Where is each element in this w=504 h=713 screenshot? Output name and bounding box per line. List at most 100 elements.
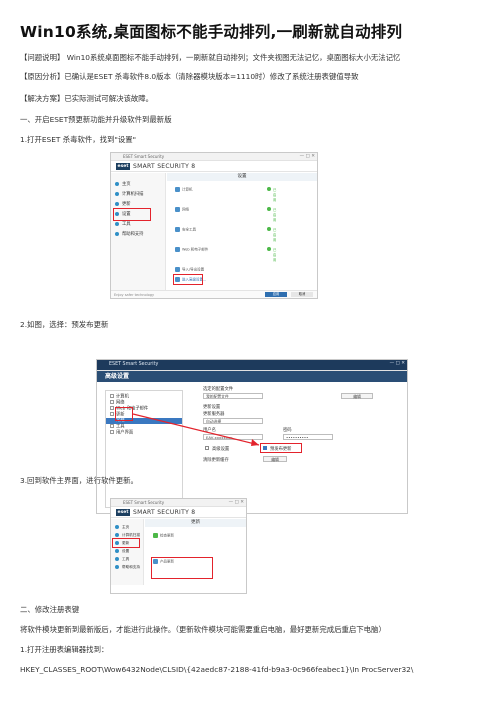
step-2-1-text: 1.打开注册表编辑器找到： <box>20 645 109 654</box>
window-titlebar: ESET Smart Security — □ ✕ <box>97 360 407 371</box>
update-icon <box>115 202 119 206</box>
sidebar-item-scan[interactable]: 计算机扫描 <box>111 531 143 539</box>
section-heading-2: 二、修改注册表键 <box>20 605 80 614</box>
note-text: 将软件模块更新到最新版后，才能进行此操作。（更新软件模块可能需要重启电脑，最好更… <box>20 625 386 634</box>
sidebar-item-update[interactable]: 更新 <box>111 539 143 547</box>
registry-path: HKEY_CLASSES_ROOT\Wow6432Node\CLSID\{42a… <box>20 665 414 674</box>
sidebar-item-settings[interactable]: 设置 <box>111 547 143 555</box>
window-controls-icon: — □ ✕ <box>299 154 315 159</box>
prerelease-checkbox[interactable] <box>263 446 267 450</box>
help-icon <box>115 565 119 569</box>
section-heading-1: 一、开启ESET预更新功能并升级软件到最新版 <box>20 115 172 124</box>
highlight-advanced <box>173 274 203 285</box>
settings-row-web-email[interactable]: Web 和电子邮件已启用 <box>175 247 276 262</box>
highlight-update <box>115 407 133 421</box>
eset-logo: eset <box>116 163 130 170</box>
update-row-check[interactable]: 检查更新 <box>153 533 174 538</box>
sidebar: 主页 计算机扫描 更新 设置 工具 帮助和支持 <box>111 173 166 290</box>
window-controls-icon: — □ ✕ <box>389 361 405 366</box>
home-icon <box>115 525 119 529</box>
label-clear-cache: 清除更新缓存 <box>203 458 229 463</box>
scan-icon <box>115 533 119 537</box>
step-1-text: 1.打开ESET 杀毒软件，找到"设置" <box>20 135 137 144</box>
brand-bar: eset SMART SECURITY 8 <box>111 161 317 172</box>
settings-row-import-export[interactable]: 导入/导出设置 <box>175 267 204 272</box>
tree-item-tools[interactable]: 工具 <box>106 424 182 430</box>
settings-row-advanced[interactable]: 进入高级设置... <box>175 277 206 282</box>
network-icon <box>175 207 180 212</box>
highlight-product-update <box>151 557 213 579</box>
cancel-button[interactable]: 取消 <box>291 292 313 297</box>
problem-description: 【问题说明】 Win10系统桌面图标不能手动排列，一刷新就自动排列；文件夹视图无… <box>20 53 401 62</box>
scan-icon <box>115 192 119 196</box>
update-icon <box>115 541 119 545</box>
settings-row-security-tools[interactable]: 安全工具已启用 <box>175 227 276 242</box>
label-advanced: 高级设置 <box>212 447 230 452</box>
help-icon <box>115 232 119 236</box>
window-title: ESET Smart Security <box>123 154 165 159</box>
step-2-text: 2.如图，选择：预发布更新 <box>20 320 109 329</box>
screenshot-eset-settings: ESET Smart Security — □ ✕ eset SMART SEC… <box>110 152 318 299</box>
highlight-prerelease <box>260 443 302 453</box>
computer-icon <box>175 187 180 192</box>
advanced-header: 高级设置 <box>97 371 407 382</box>
password-field[interactable]: •••••••••• <box>283 434 333 440</box>
sidebar-item-home[interactable]: 主页 <box>111 179 165 189</box>
highlight-update <box>112 538 140 548</box>
tools-icon <box>115 557 119 561</box>
settings-row-computer[interactable]: 计算机已启用 <box>175 187 276 202</box>
window-title: ESET Smart Security <box>109 362 159 367</box>
web-icon <box>175 247 180 252</box>
settings-row-network[interactable]: 网络已启用 <box>175 207 276 222</box>
home-icon <box>115 182 119 186</box>
edit-profile-button[interactable]: 编辑 <box>341 393 373 399</box>
brand-bar: eset SMART SECURITY 8 <box>111 507 246 518</box>
tree-item-computer[interactable]: 计算机 <box>106 394 182 400</box>
sidebar-item-home[interactable]: 主页 <box>111 523 143 531</box>
eset-logo: eset <box>116 509 130 516</box>
window-titlebar: ESET Smart Security — □ ✕ <box>111 153 317 161</box>
advanced-checkbox[interactable] <box>205 446 209 450</box>
label-password: 密码 <box>283 428 292 433</box>
refresh-icon <box>153 533 158 538</box>
tree-item-update[interactable]: 更新 <box>106 412 182 418</box>
username-field[interactable]: EAV-xxxxxxxx <box>203 434 263 440</box>
content-header: 设置 <box>167 173 317 181</box>
advanced-icon <box>175 277 180 282</box>
solution-text: 【解决方案】已实际测试可解决该故障。 <box>20 94 154 103</box>
sidebar-item-help[interactable]: 帮助和支持 <box>111 229 165 239</box>
security-tools-icon <box>175 227 180 232</box>
brand-text: SMART SECURITY 8 <box>133 163 196 170</box>
step-3-text: 3.回到软件主界面，进行软件更新。 <box>20 476 138 485</box>
gear-icon <box>115 549 119 553</box>
screenshot-advanced-settings: ESET Smart Security — □ ✕ 高级设置 计算机 网络 We… <box>96 359 408 514</box>
import-export-icon <box>175 267 180 272</box>
cause-analysis: 【原因分析】已确认是ESET 杀毒软件8.0版本（清除器模块版本=1110时）修… <box>20 72 359 81</box>
product-icon <box>153 559 158 564</box>
content-header: 更新 <box>145 519 246 527</box>
clear-cache-button[interactable]: 编辑 <box>263 456 287 462</box>
window-title: ESET Smart Security <box>123 500 165 505</box>
window-titlebar: ESET Smart Security — □ ✕ <box>111 499 246 507</box>
sidebar-item-scan[interactable]: 计算机扫描 <box>111 189 165 199</box>
tools-icon <box>115 222 119 226</box>
apply-button[interactable]: 应用 <box>265 292 287 297</box>
label-prerelease: 预发布更新 <box>270 447 292 452</box>
sidebar-item-tools[interactable]: 工具 <box>111 219 165 229</box>
status-bar: Enjoy safer technology <box>111 290 317 298</box>
sidebar-item-update[interactable]: 更新 <box>111 199 165 209</box>
gear-icon <box>115 212 119 216</box>
window-controls-icon: — □ ✕ <box>228 500 244 505</box>
screenshot-eset-update: ESET Smart Security — □ ✕ eset SMART SEC… <box>110 498 247 594</box>
brand-text: SMART SECURITY 8 <box>133 509 196 516</box>
sidebar: 主页 计算机扫描 更新 设置 工具 帮助和支持 <box>111 519 144 585</box>
sidebar-item-tools[interactable]: 工具 <box>111 555 143 563</box>
update-row-product[interactable]: 产品更新 <box>153 559 174 564</box>
label-update-settings: 更新设置 <box>203 405 221 410</box>
sidebar-item-settings[interactable]: 设置 <box>111 209 165 219</box>
tree-item-network[interactable]: 网络 <box>106 400 182 406</box>
server-select[interactable]: 自动选择 <box>203 418 263 424</box>
sidebar-item-help[interactable]: 帮助和支持 <box>111 563 143 571</box>
profile-select[interactable]: 我的配置文件 <box>203 393 263 399</box>
tree-item-ui[interactable]: 用户界面 <box>106 430 182 436</box>
